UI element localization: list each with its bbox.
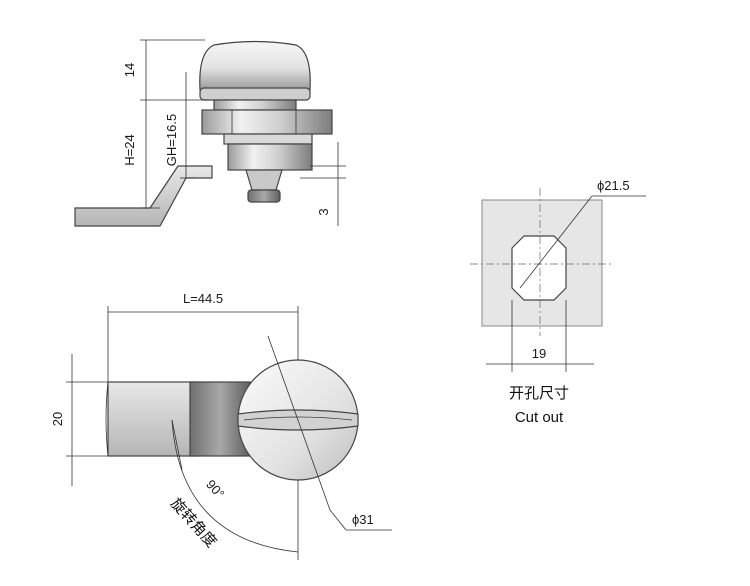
washer — [223, 133, 313, 145]
cutout-diameter-label: ϕ21.5 — [597, 178, 630, 193]
retaining-screw — [245, 169, 283, 191]
lock-barrel — [227, 143, 313, 171]
dim-width-label: 20 — [50, 412, 65, 426]
dim-offset-label: 3 — [316, 208, 331, 215]
knob-collar — [199, 87, 311, 101]
cutout-caption-en: Cut out — [515, 409, 564, 426]
cam-arm — [107, 381, 199, 457]
rotation-angle-label: 90° — [203, 477, 227, 502]
thread-upper — [213, 99, 297, 111]
hex-nut — [201, 109, 333, 135]
side-view: 14 H=24 GH=16.5 3 — [74, 39, 346, 227]
screw-head — [247, 189, 281, 203]
dim-top-label: 14 — [122, 63, 137, 77]
dim-length-label: L=44.5 — [183, 291, 223, 306]
dim-grip-label: GH=16.5 — [164, 114, 179, 166]
dim-diameter-label: ϕ31 — [352, 512, 374, 527]
knob-head — [199, 40, 311, 91]
cam-plate — [74, 165, 213, 227]
cutout-caption-cn: 开孔尺寸 — [509, 384, 569, 402]
front-view: L=44.5 20 90° 旋转角度 ϕ31 — [50, 291, 392, 560]
dim-height-label: H=24 — [122, 134, 137, 165]
cutout-flat-label: 19 — [532, 346, 546, 361]
cutout-hole — [511, 235, 567, 301]
rotation-arc — [171, 419, 299, 553]
rotation-text-label: 旋转角度 — [167, 494, 221, 551]
cutout-view: ϕ21.5 19 开孔尺寸 Cut out — [470, 178, 646, 426]
